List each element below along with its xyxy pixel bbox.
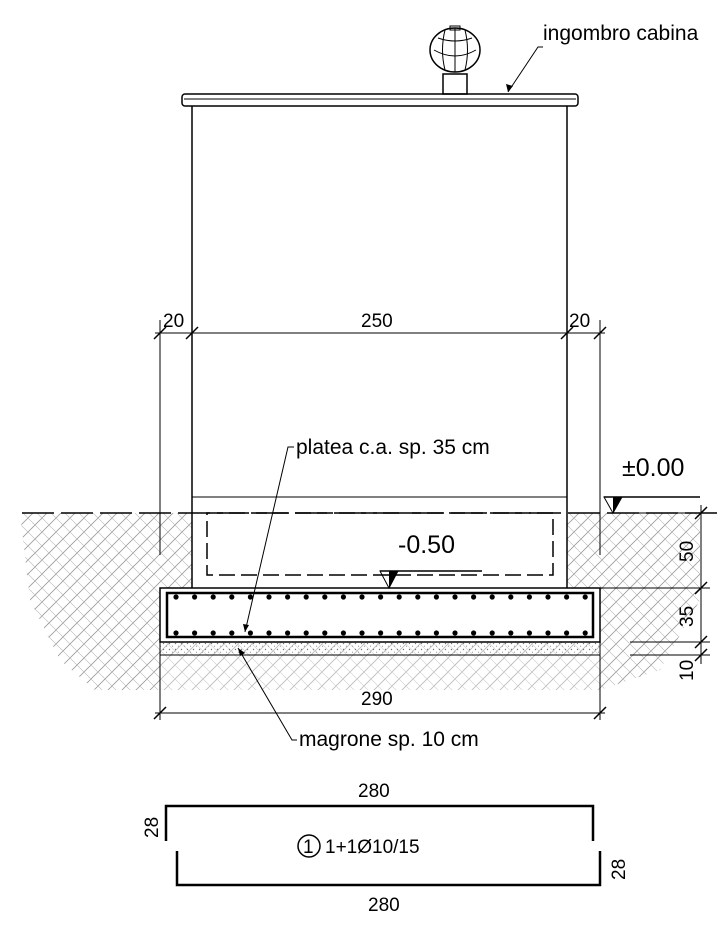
cabin-label: ingombro cabina bbox=[543, 22, 699, 45]
rebar-dot bbox=[303, 594, 309, 600]
rebar-dot bbox=[489, 630, 495, 636]
rebar-dots bbox=[173, 594, 588, 636]
slab-leader bbox=[244, 446, 294, 633]
svg-text:-0.50: -0.50 bbox=[398, 531, 455, 559]
dim-left-wall: 20 bbox=[163, 311, 184, 332]
rebar-dot bbox=[210, 594, 216, 600]
lean-concrete bbox=[159, 641, 601, 656]
foundation-slab bbox=[159, 587, 601, 643]
rebar-dot bbox=[229, 630, 235, 636]
rebar-dot bbox=[433, 630, 439, 636]
rebar-top-length: 280 bbox=[358, 781, 390, 802]
rebar-dot bbox=[359, 594, 365, 600]
rebar-dot bbox=[266, 594, 272, 600]
rebar-mark-circle bbox=[297, 834, 321, 858]
rebar-dot bbox=[192, 594, 198, 600]
dim-depth-50: 50 bbox=[677, 541, 698, 562]
slab-level-marker: -0.50 bbox=[379, 531, 482, 590]
rebar-dot bbox=[582, 594, 588, 600]
rebar-right-hook: 28 bbox=[609, 859, 630, 880]
rebar-dot bbox=[471, 594, 477, 600]
rebar-dot bbox=[229, 594, 235, 600]
bottom-dimension-line bbox=[153, 655, 607, 720]
rebar-left-hook: 28 bbox=[142, 817, 163, 838]
lean-label: magrone sp. 10 cm bbox=[299, 728, 479, 751]
cabin-outline bbox=[181, 25, 579, 498]
rebar-dot bbox=[508, 594, 514, 600]
rebar-shape bbox=[164, 804, 602, 887]
rebar-dot bbox=[433, 594, 439, 600]
rebar-dot bbox=[582, 630, 588, 636]
svg-text:±0.00: ±0.00 bbox=[622, 454, 684, 482]
dim-right-wall: 20 bbox=[569, 311, 590, 332]
rebar-dot bbox=[545, 630, 551, 636]
dim-inner-width: 250 bbox=[361, 311, 393, 332]
rebar-dot bbox=[192, 630, 198, 636]
rebar-dot bbox=[322, 594, 328, 600]
top-dimension-line bbox=[153, 320, 607, 555]
lean-leader bbox=[237, 647, 297, 741]
rebar-dot bbox=[564, 630, 570, 636]
rebar-dot bbox=[415, 594, 421, 600]
rebar-dot bbox=[359, 630, 365, 636]
rebar-dot bbox=[247, 594, 253, 600]
rebar-dot bbox=[452, 594, 458, 600]
rebar-dot bbox=[564, 594, 570, 600]
rebar-dot bbox=[471, 630, 477, 636]
rebar-dot bbox=[396, 594, 402, 600]
rebar-dot bbox=[210, 630, 216, 636]
rebar-dot bbox=[378, 630, 384, 636]
rebar-dot bbox=[452, 630, 458, 636]
rebar-dot bbox=[526, 594, 533, 600]
rebar-dot bbox=[415, 630, 421, 636]
rebar-dot bbox=[285, 630, 291, 636]
soil-hatch bbox=[20, 513, 700, 690]
rebar-mark: 1 bbox=[303, 837, 314, 858]
slab-label: platea c.a. sp. 35 cm bbox=[296, 436, 490, 459]
rebar-dot bbox=[340, 594, 346, 600]
right-dimension-chain bbox=[600, 505, 710, 664]
rebar-dot bbox=[247, 630, 253, 636]
ground-level-marker: ±0.00 bbox=[603, 454, 700, 515]
ventilator-icon bbox=[429, 25, 481, 95]
rebar-dot bbox=[322, 630, 328, 636]
rebar-spec: 1+1Ø10/15 bbox=[325, 837, 420, 858]
rebar-dot bbox=[508, 630, 514, 636]
rebar-dot bbox=[545, 594, 551, 600]
dim-depth-10: 10 bbox=[677, 660, 698, 681]
rebar-dot bbox=[173, 594, 179, 600]
rebar-dot bbox=[378, 594, 384, 600]
rebar-dot bbox=[173, 630, 179, 636]
rebar-dot bbox=[340, 630, 346, 636]
rebar-dot bbox=[285, 594, 291, 600]
rebar-dot bbox=[303, 630, 309, 636]
rebar-dot bbox=[489, 594, 495, 600]
rebar-dot bbox=[266, 630, 272, 636]
dim-total-width: 290 bbox=[361, 689, 393, 710]
dim-depth-35: 35 bbox=[677, 606, 698, 627]
cabin-leader bbox=[507, 46, 543, 93]
rebar-dot bbox=[526, 630, 533, 636]
rebar-dot bbox=[396, 630, 402, 636]
rebar-bottom-length: 280 bbox=[368, 895, 400, 916]
basement-dashed-outline bbox=[206, 512, 554, 576]
